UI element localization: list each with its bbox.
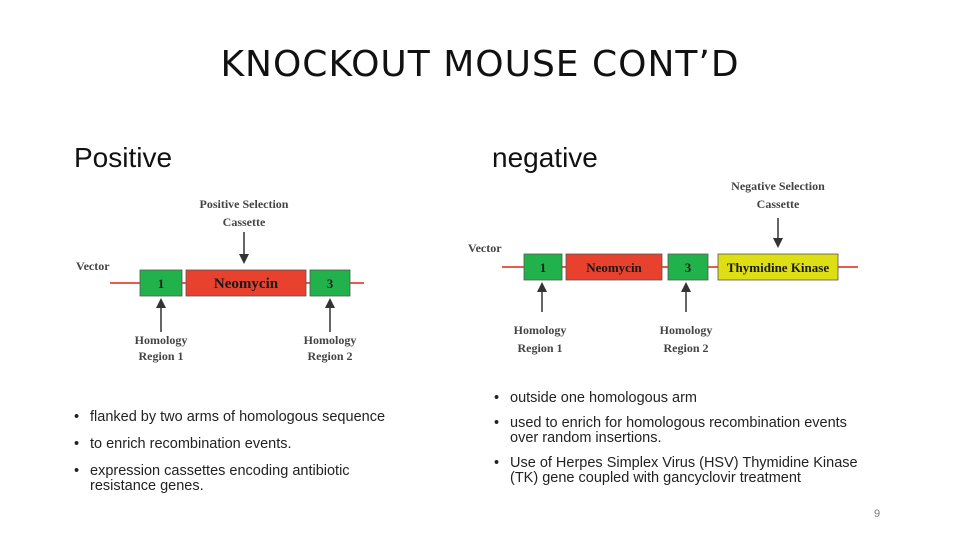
negative-cassette-label-line1: Negative Selection [731, 179, 825, 193]
positive-neomycin-box [185, 269, 307, 297]
thymidine-kinase-label: Thymidine Kinase [727, 260, 829, 275]
negative-homology1-line2: Region 1 [518, 341, 563, 355]
negative-box-1-label: 1 [540, 260, 547, 275]
list-item: expression cassettes encoding antibiotic… [72, 464, 400, 494]
list-item: used to enrich for homologous recombinat… [492, 416, 855, 446]
negative-homology1-arrowhead [537, 282, 547, 292]
negative-box-3-label: 3 [685, 260, 692, 275]
positive-cassette-arrowhead [239, 254, 249, 264]
list-item: Use of Herpes Simplex Virus (HSV) Thymid… [492, 456, 860, 486]
positive-box-1-label: 1 [158, 276, 165, 291]
positive-homology2-line1: Homology [304, 333, 357, 347]
negative-cassette-label-line2: Cassette [757, 197, 800, 211]
thymidine-kinase-box [717, 253, 839, 281]
positive-box-3 [309, 269, 351, 297]
positive-heading: Positive [74, 142, 173, 173]
positive-vector-label: Vector [76, 259, 110, 273]
negative-heading: negative [492, 142, 598, 173]
negative-homology1-line1: Homology [514, 323, 567, 337]
positive-selection-diagram: Positive Selection Cassette Vector 1 Neo… [76, 197, 364, 363]
list-item: to enrich recombination events. [72, 437, 442, 453]
negative-vector-label: Vector [468, 241, 502, 255]
negative-neomycin-label: Neomycin [586, 260, 642, 275]
page-number: 9 [874, 508, 881, 520]
negative-box-3 [667, 253, 709, 281]
negative-neomycin-box [565, 253, 663, 281]
negative-box-1 [523, 253, 563, 281]
negative-selection-diagram: Negative Selection Cassette Vector 1 Neo… [468, 179, 858, 355]
list-item: outside one homologous arm [492, 391, 872, 407]
positive-box-3-label: 3 [327, 276, 334, 291]
negative-homology2-line1: Homology [660, 323, 713, 337]
negative-homology2-line2: Region 2 [664, 341, 709, 355]
negative-homology2-arrowhead [681, 282, 691, 292]
positive-homology2-arrowhead [325, 298, 335, 308]
positive-box-1 [139, 269, 183, 297]
positive-bullet-list: flanked by two arms of homologous sequen… [72, 410, 442, 494]
slide-title: KNOCKOUT MOUSE CONT’D [220, 44, 740, 85]
list-item: flanked by two arms of homologous sequen… [72, 410, 442, 426]
positive-cassette-label-line1: Positive Selection [200, 197, 289, 211]
negative-bullet-list: outside one homologous arm used to enric… [492, 391, 872, 486]
positive-homology1-arrowhead [156, 298, 166, 308]
positive-homology1-line2: Region 1 [139, 349, 184, 363]
positive-homology2-line2: Region 2 [308, 349, 353, 363]
negative-cassette-arrowhead [773, 238, 783, 248]
positive-cassette-label-line2: Cassette [223, 215, 266, 229]
positive-homology1-line1: Homology [135, 333, 188, 347]
positive-neomycin-label: Neomycin [214, 276, 279, 292]
